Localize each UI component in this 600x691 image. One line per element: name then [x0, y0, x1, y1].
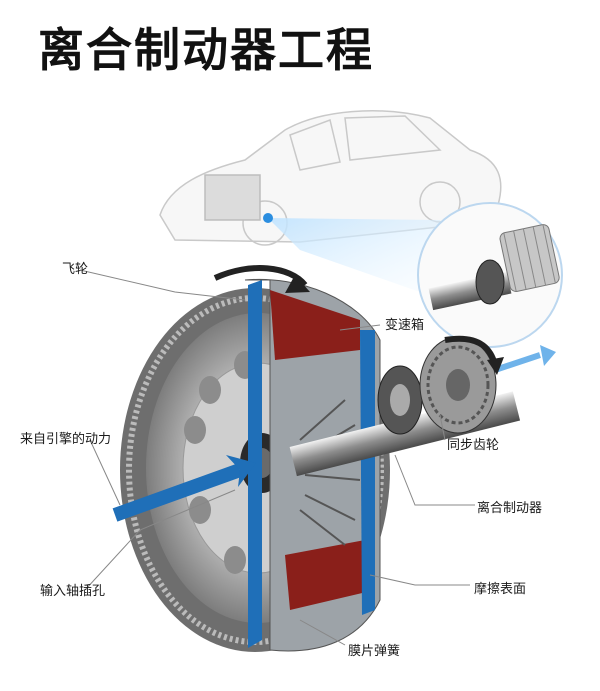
label-input-shaft-hole: 输入轴插孔: [40, 584, 106, 599]
power-flow-arrows: [112, 265, 556, 522]
gearbox-inset: [417, 202, 563, 348]
label-friction-surface: 摩擦表面: [474, 582, 527, 597]
label-synchro-gear: 同步齿轮: [447, 438, 500, 453]
label-clutch: 离合制动器: [477, 501, 543, 516]
synchro-gear: [377, 336, 497, 435]
label-diaphragm-spring: 膜片弹簧: [348, 644, 401, 659]
label-flywheel: 飞轮: [62, 262, 89, 277]
car-outline: [159, 110, 502, 246]
zoom-point: [263, 213, 273, 223]
label-gearbox: 变速箱: [385, 318, 425, 333]
leader-lines: [79, 269, 475, 646]
page-title: 离合制动器工程: [38, 23, 374, 77]
label-engine-power: 来自引擎的动力: [20, 432, 112, 447]
